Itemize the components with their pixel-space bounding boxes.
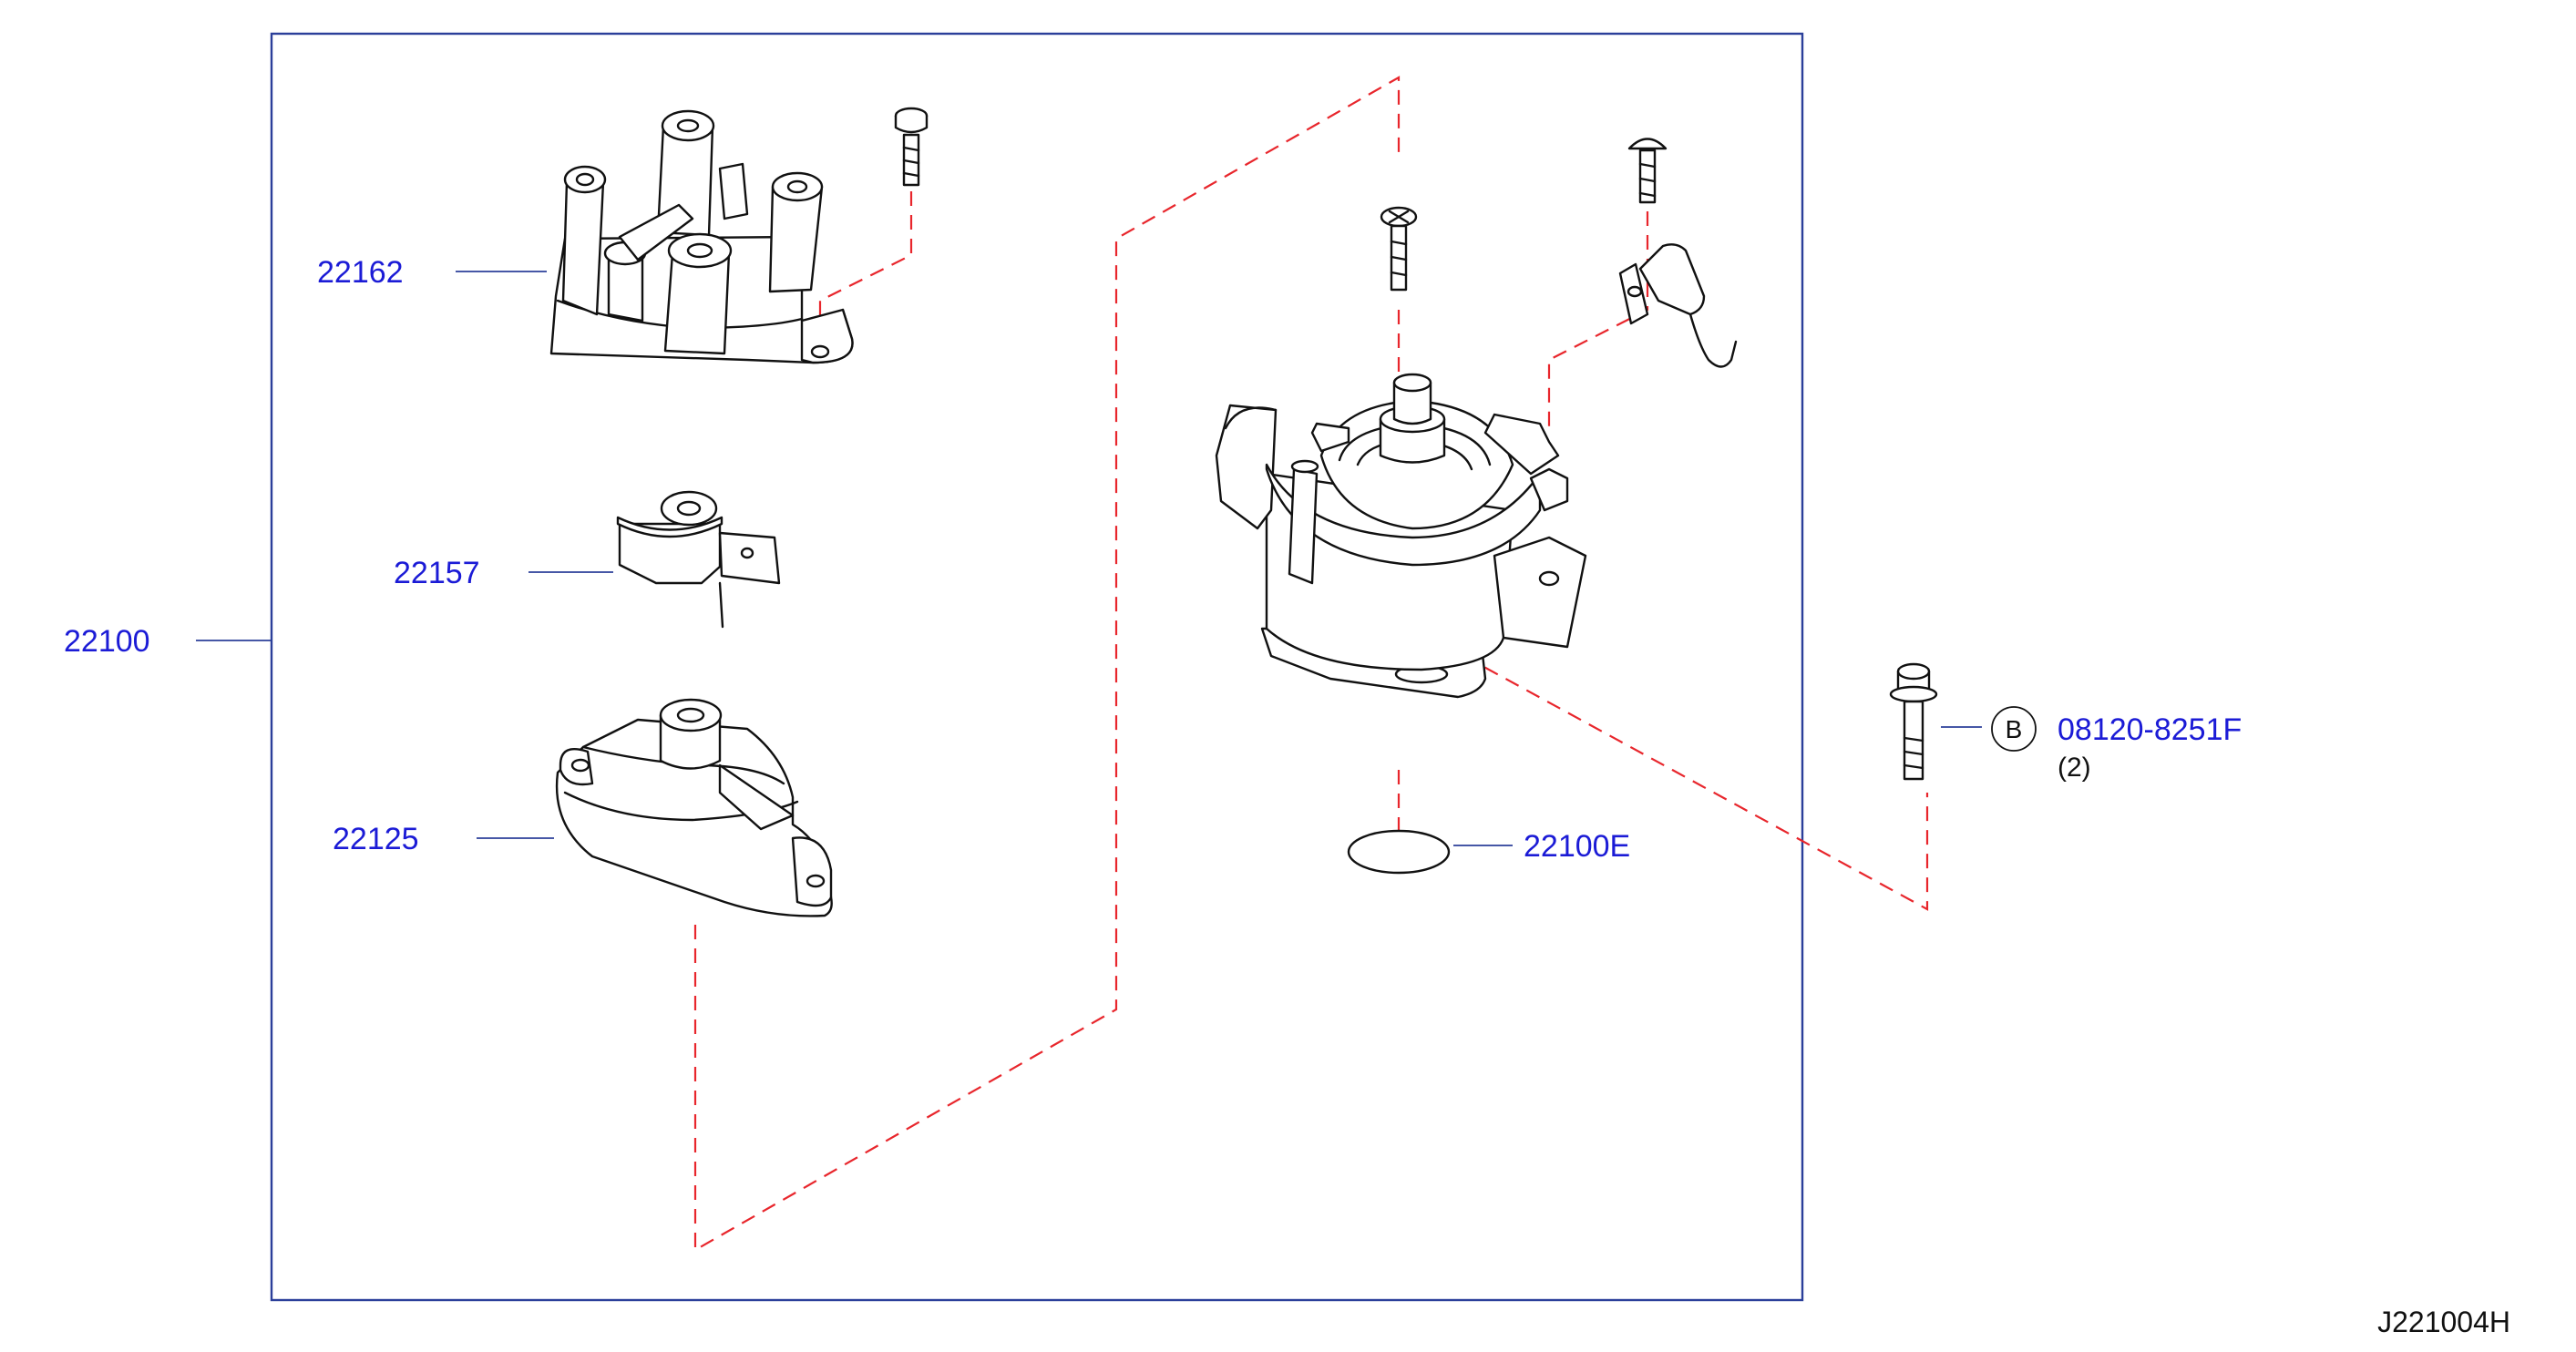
- assembly-part-number: 22100: [64, 624, 150, 659]
- cap-screw-drawing: [894, 107, 929, 187]
- rotor-part-number: 22157: [394, 556, 480, 590]
- shield-part-number: 22125: [333, 822, 419, 856]
- o-ring-drawing: [1347, 829, 1451, 875]
- diagram-reference-code: J221004H: [2377, 1306, 2510, 1338]
- housing-screw-drawing: [1380, 206, 1418, 292]
- cap-part-number: 22162: [317, 255, 404, 290]
- distributor-cap-drawing: [549, 109, 854, 364]
- assembly-frame: [270, 32, 1804, 1302]
- bolt-quantity: (2): [2058, 753, 2091, 783]
- distributor-housing-drawing: [1215, 373, 1587, 699]
- bolt-badge-letter: B: [2006, 715, 2023, 743]
- capacitor-screw-drawing: [1627, 138, 1668, 204]
- o-ring-part-number: 22100E: [1524, 829, 1630, 864]
- condenser-drawing: [1618, 243, 1738, 368]
- seal-shield-drawing: [555, 698, 833, 917]
- bolt-part-number: 08120-8251F: [2058, 712, 2242, 747]
- mounting-bolt-drawing: [1889, 662, 1938, 781]
- rotor-drawing: [616, 490, 781, 629]
- bolt-badge-circle: [1991, 706, 2037, 752]
